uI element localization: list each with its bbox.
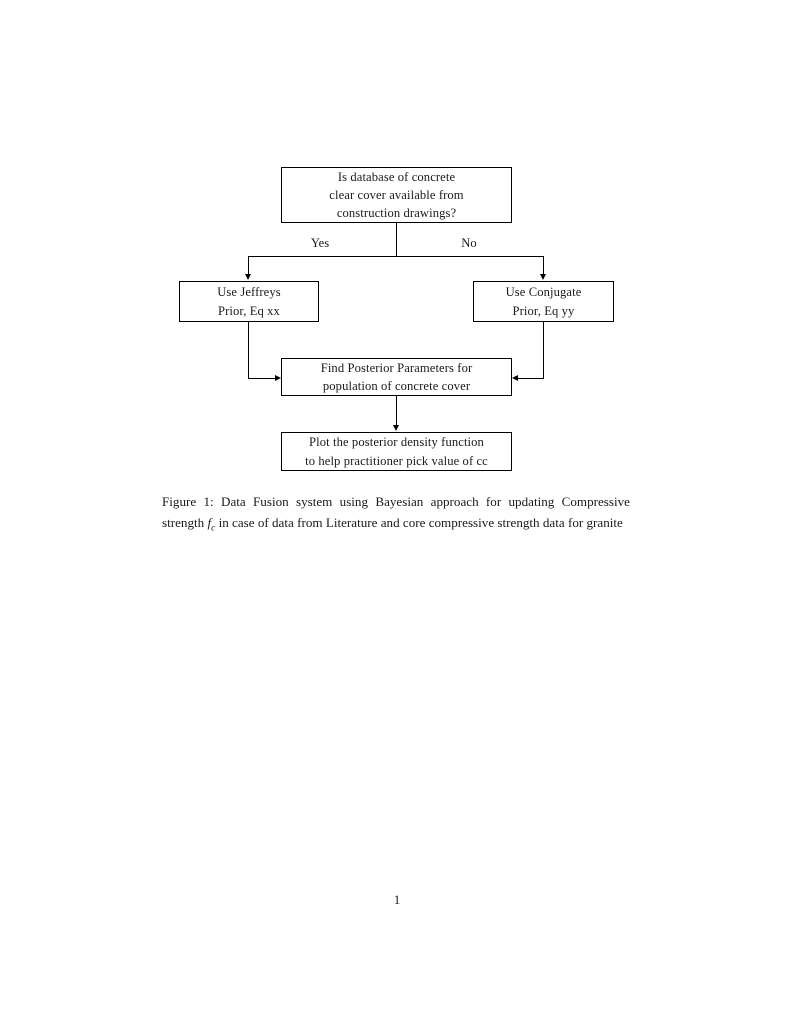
connector-split-bar <box>248 256 544 257</box>
edge-label-no: No <box>461 236 477 250</box>
flowchart-node-decision: Is database of concrete clear cover avai… <box>281 167 512 223</box>
connector-posterior-to-plot <box>396 396 397 426</box>
flowchart-figure: Is database of concrete clear cover avai… <box>0 0 794 500</box>
arrowhead-into-jeffreys <box>245 274 251 280</box>
figure-caption-math-fc: fc <box>207 514 216 534</box>
flowchart-node-plot-posterior-density: Plot the posterior density function to h… <box>281 432 512 471</box>
node-jeffreys-line-2: Prior, Eq xx <box>218 303 280 318</box>
connector-conjugate-down <box>543 322 544 378</box>
connector-jeffreys-right <box>248 378 275 379</box>
flowchart-node-jeffreys-prior: Use Jeffreys Prior, Eq xx <box>179 281 319 322</box>
connector-no-drop <box>543 256 544 275</box>
connector-yes-drop <box>248 256 249 275</box>
node-posterior-line-1: Find Posterior Parameters for <box>320 360 473 375</box>
node-conjugate-line-1: Use Conjugate <box>505 285 582 300</box>
node-decision-line-3: construction drawings? <box>336 206 457 221</box>
connector-jeffreys-down <box>248 322 249 378</box>
connector-decision-stub <box>396 223 397 256</box>
node-decision-line-2: clear cover available from <box>329 187 464 202</box>
page-number: 1 <box>393 892 401 907</box>
flowchart-node-find-posterior-parameters: Find Posterior Parameters for population… <box>281 358 512 396</box>
math-symbol-f: f <box>207 514 212 530</box>
figure-caption-label: Figure 1: <box>162 494 214 509</box>
node-plot-line-2: to help practitioner pick value of cc <box>305 453 488 468</box>
arrowhead-into-posterior-right <box>512 375 518 381</box>
connector-conjugate-left <box>518 378 544 379</box>
figure-caption-text-before: Data Fusion system using Bayesian approa… <box>162 494 630 530</box>
arrowhead-into-posterior-left <box>275 375 281 381</box>
node-decision-line-1: Is database of concrete <box>337 169 456 184</box>
figure-caption-text-after: in case of data from Literature and core… <box>215 514 623 530</box>
arrowhead-into-plot <box>393 425 399 431</box>
figure-caption: Figure 1: Data Fusion system using Bayes… <box>162 492 630 536</box>
math-subscript-c: c <box>211 523 216 534</box>
node-posterior-line-2: population of concrete cover <box>322 379 471 393</box>
node-jeffreys-line-1: Use Jeffreys <box>217 285 281 300</box>
node-plot-line-1: Plot the posterior density function <box>309 435 484 450</box>
node-conjugate-line-2: Prior, Eq yy <box>512 303 575 318</box>
edge-label-yes: Yes <box>310 236 330 250</box>
arrowhead-into-conjugate <box>540 274 546 280</box>
flowchart-node-conjugate-prior: Use Conjugate Prior, Eq yy <box>473 281 614 322</box>
